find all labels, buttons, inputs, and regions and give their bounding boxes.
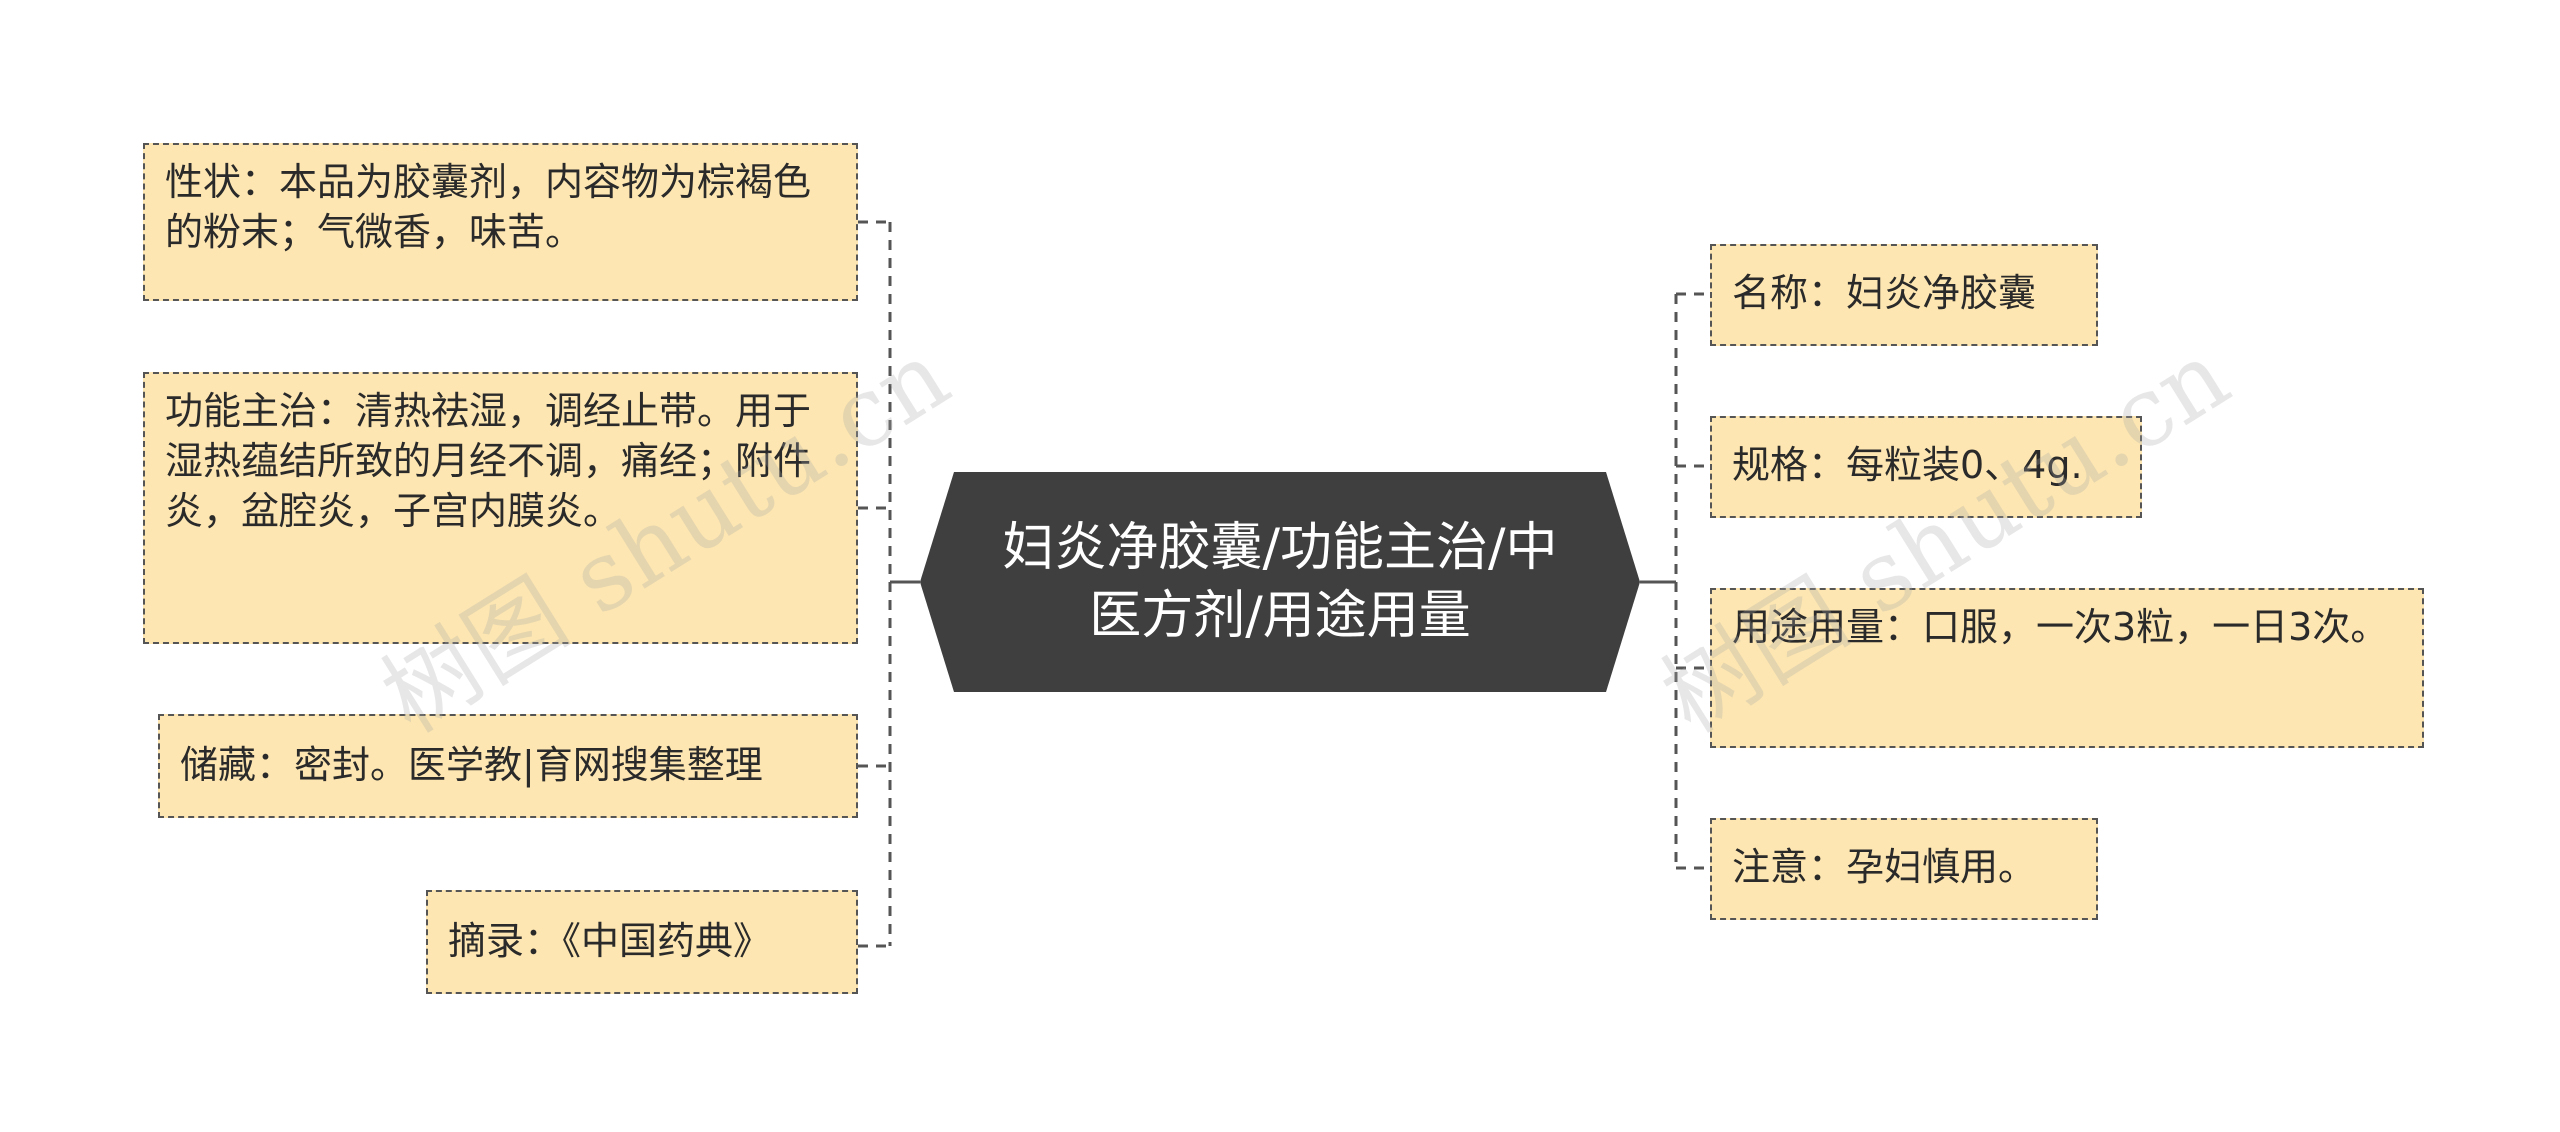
node-specification-text: 规格：每粒装0、4g.	[1732, 443, 2083, 487]
node-name-text: 名称：妇炎净胶囊	[1732, 271, 2037, 315]
node-source-text: 摘录：《中国药典》	[448, 919, 772, 963]
node-source[interactable]: 摘录：《中国药典》	[426, 890, 858, 994]
central-topic-text: 妇炎净胶囊/功能主治/中医方剂/用途用量	[1002, 518, 1558, 646]
node-name[interactable]: 名称：妇炎净胶囊	[1710, 244, 2098, 346]
node-properties-text: 性状：本品为胶囊剂，内容物为棕褐色的粉末；气微香，味苦。	[165, 160, 812, 254]
node-caution[interactable]: 注意：孕妇慎用。	[1710, 818, 2098, 920]
node-storage[interactable]: 储藏：密封。医学教|育网搜集整理	[158, 714, 858, 818]
node-caution-text: 注意：孕妇慎用。	[1732, 845, 2037, 889]
node-storage-text: 储藏：密封。医学教|育网搜集整理	[180, 743, 763, 787]
node-indications[interactable]: 功能主治：清热祛湿，调经止带。用于湿热蕴结所致的月经不调，痛经；附件炎，盆腔炎，…	[143, 372, 858, 644]
node-specification[interactable]: 规格：每粒装0、4g.	[1710, 416, 2142, 518]
node-indications-text: 功能主治：清热祛湿，调经止带。用于湿热蕴结所致的月经不调，痛经；附件炎，盆腔炎，…	[165, 389, 812, 533]
node-usage-dosage-text: 用途用量：口服，一次3粒，一日3次。	[1732, 605, 2389, 649]
central-topic[interactable]: 妇炎净胶囊/功能主治/中医方剂/用途用量	[920, 472, 1640, 692]
node-usage-dosage[interactable]: 用途用量：口服，一次3粒，一日3次。	[1710, 588, 2424, 748]
node-properties[interactable]: 性状：本品为胶囊剂，内容物为棕褐色的粉末；气微香，味苦。	[143, 143, 858, 301]
